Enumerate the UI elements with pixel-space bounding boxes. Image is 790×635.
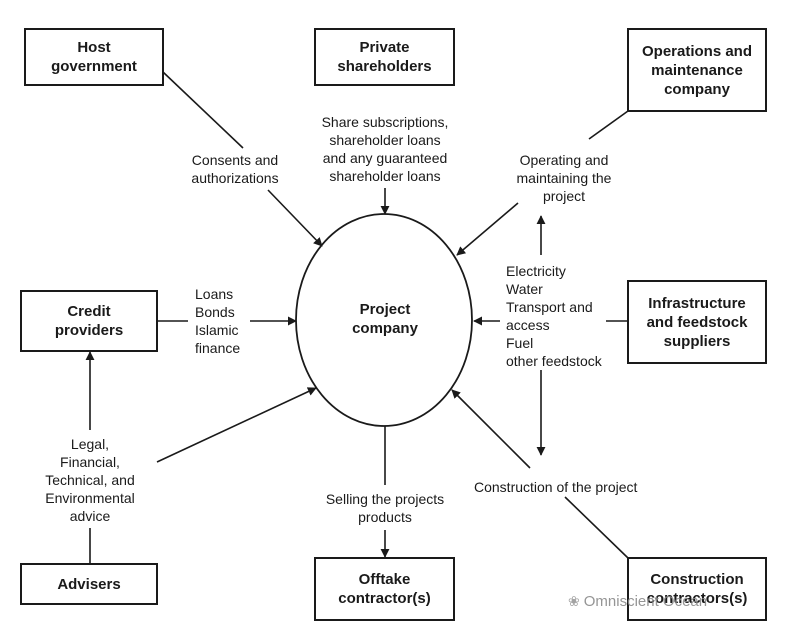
om-company-line1: Operations and bbox=[641, 42, 753, 60]
watermark-text: Omniscient Ocean bbox=[583, 593, 708, 610]
advice-line5: advice bbox=[69, 508, 111, 524]
loans-line4: finance bbox=[195, 340, 241, 356]
selling-label: Selling the projects products bbox=[305, 490, 465, 526]
utilities-line4: access bbox=[506, 317, 550, 333]
consents-line1: Consents and bbox=[191, 152, 279, 168]
share-line4: shareholder loans bbox=[329, 168, 441, 184]
loans-line3: Islamic bbox=[195, 322, 239, 338]
link-construction-contractors bbox=[564, 496, 629, 559]
utilities-line3: Transport and bbox=[506, 299, 593, 315]
watermark: ❀ Omniscient Ocean bbox=[568, 593, 707, 610]
operating-label: Operating and maintaining the project bbox=[494, 151, 634, 205]
loans-line1: Loans bbox=[195, 286, 234, 302]
utilities-line5: Fuel bbox=[506, 335, 534, 351]
project-company-line2: company bbox=[352, 320, 418, 337]
host-government-line2: government bbox=[51, 58, 137, 75]
utilities-line6: other feedstock bbox=[506, 353, 602, 369]
utilities-line2: Water bbox=[506, 281, 543, 297]
operating-line2: maintaining the bbox=[516, 170, 612, 186]
arrow-construction-contractors bbox=[451, 389, 531, 469]
advice-line4: Environmental bbox=[45, 490, 135, 506]
construction-label: Construction of the project bbox=[474, 478, 684, 496]
credit-providers-line1: Credit bbox=[67, 303, 111, 320]
loans-line2: Bonds bbox=[195, 304, 235, 320]
project-company-label: Project company bbox=[300, 300, 470, 338]
credit-providers-line2: providers bbox=[54, 322, 124, 339]
share-line3: and any guaranteed bbox=[322, 150, 448, 166]
advice-line3: Technical, and bbox=[45, 472, 135, 488]
operating-line3: project bbox=[542, 188, 586, 204]
consents-line2: authorizations bbox=[191, 170, 279, 186]
infrastructure-line3: suppliers bbox=[663, 332, 731, 350]
private-shareholders-box: Private shareholders bbox=[314, 28, 455, 86]
advisers-line1: Advisers bbox=[57, 575, 121, 593]
selling-line1: Selling the projects bbox=[325, 491, 445, 507]
offtake-line1: Offtake bbox=[358, 571, 411, 588]
infrastructure-line1: Infrastructure bbox=[648, 294, 746, 312]
project-company-line1: Project bbox=[359, 301, 411, 318]
infrastructure-line2: and feedstock bbox=[646, 313, 748, 331]
arrow-om-company bbox=[456, 202, 519, 256]
wechat-icon: ❀ bbox=[568, 593, 580, 609]
utilities-line1: Electricity bbox=[506, 263, 566, 279]
link-om-company bbox=[588, 110, 629, 140]
share-line1: Share subscriptions, bbox=[321, 114, 449, 130]
link-host-government bbox=[162, 71, 244, 149]
construction-contractors-box: Construction contractors(s) bbox=[627, 557, 767, 621]
advice-line2: Financial, bbox=[60, 454, 120, 470]
share-line2: shareholder loans bbox=[329, 132, 441, 148]
operating-line1: Operating and bbox=[519, 152, 609, 168]
offtake-line2: contractor(s) bbox=[338, 590, 431, 607]
construction-line1: Construction of the project bbox=[474, 479, 638, 495]
host-government-line1: Host bbox=[77, 39, 111, 56]
private-shareholders-line1: Private bbox=[359, 39, 410, 56]
om-company-line2: maintenance bbox=[651, 61, 743, 79]
private-shareholders-line2: shareholders bbox=[337, 58, 432, 75]
advice-line1: Legal, bbox=[70, 436, 110, 452]
om-company-line3: company bbox=[664, 80, 730, 98]
consents-label: Consents and authorizations bbox=[170, 151, 300, 187]
construction-contractors-line1: Construction bbox=[650, 571, 744, 588]
share-subscriptions-label: Share subscriptions, shareholder loans a… bbox=[300, 113, 470, 185]
advisers-box: Advisers bbox=[20, 563, 158, 605]
credit-providers-box: Credit providers bbox=[20, 290, 158, 352]
om-company-box: Operations and maintenance company bbox=[627, 28, 767, 112]
infrastructure-suppliers-box: Infrastructure and feedstock suppliers bbox=[627, 280, 767, 364]
arrow-advisers-to-project bbox=[156, 387, 317, 463]
utilities-label: Electricity Water Transport and access F… bbox=[506, 262, 626, 370]
construction-contractors-line2: contractors(s) bbox=[646, 590, 748, 607]
loans-label: Loans Bonds Islamic finance bbox=[195, 285, 265, 357]
host-government-box: Host government bbox=[24, 28, 164, 86]
advice-label: Legal, Financial, Technical, and Environ… bbox=[28, 435, 152, 525]
offtake-contractor-box: Offtake contractor(s) bbox=[314, 557, 455, 621]
arrow-host-government bbox=[267, 189, 323, 247]
selling-line2: products bbox=[358, 509, 412, 525]
